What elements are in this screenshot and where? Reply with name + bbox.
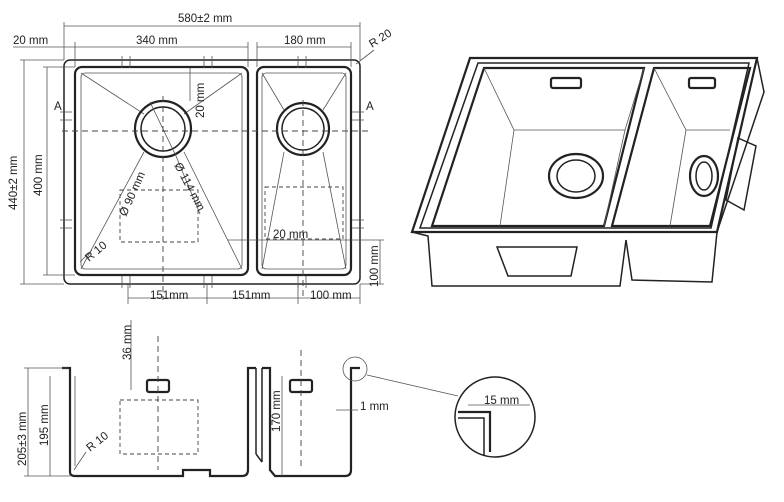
small-bowl-profile [262, 366, 360, 478]
detail-callout-circle [342, 356, 368, 382]
isometric-view [410, 56, 765, 287]
dim-overall-depth: 440±2 mm [8, 156, 20, 210]
dim-overall-width: 580±2 mm [178, 13, 232, 25]
detail-circle [454, 376, 536, 458]
dim-bowl-depth: 400 mm [33, 154, 45, 196]
iso-main-bowl [430, 66, 646, 228]
overflow-box-small [264, 186, 344, 240]
dim-small-drain-offset: 100 mm [369, 245, 381, 287]
iso-outer-rim [410, 56, 759, 234]
dim-drain-offset: 20 mm [195, 83, 207, 118]
section-label-left: A [54, 101, 62, 113]
dim-outer-radius: R 20 [367, 27, 394, 50]
dim-distance-left: 151mm [150, 290, 188, 302]
dim-flange: 20 mm [13, 35, 48, 47]
dim-overall-height: 205±3 mm [17, 412, 29, 466]
overflow-box-main [119, 189, 199, 243]
dim-small-bowl-height: 170 mm [271, 390, 283, 432]
detail-view: 15 mm [454, 376, 536, 458]
top-view: 580±2 mm 20 mm 340 mm 180 mm R 20 440±2 … [8, 13, 394, 304]
main-bowl-outline [73, 65, 250, 277]
dim-distance-right: 100 mm [310, 290, 352, 302]
section-label-right: A [366, 101, 374, 113]
dim-main-bowl-width: 340 mm [136, 35, 178, 47]
iso-main-drain [547, 152, 605, 200]
dim-main-bowl-height: 195 mm [39, 404, 51, 446]
dim-divider-gap: 20 mm [273, 229, 308, 241]
dim-corner-radius: R 10 [83, 239, 109, 264]
section-view: 36 mm 205±3 mm 195 mm 170 mm R 10 1 mm [17, 320, 459, 478]
dim-drain-inner-diameter: Ø 90 mm [118, 170, 148, 218]
main-bowl-profile [62, 366, 256, 478]
iso-small-drain [688, 154, 720, 198]
dim-wall-thickness: 1 mm [360, 401, 389, 413]
dim-distance-mid: 151mm [232, 290, 270, 302]
dim-bottom-radius: R 10 [84, 430, 111, 454]
dim-edge-width: 15 mm [484, 395, 519, 407]
iso-small-bowl [610, 66, 752, 228]
dim-drain-height: 36 mm [122, 325, 134, 360]
dim-small-bowl-width: 180 mm [284, 35, 326, 47]
small-bowl-outline [255, 65, 353, 277]
sink-outer-outline [63, 59, 361, 285]
